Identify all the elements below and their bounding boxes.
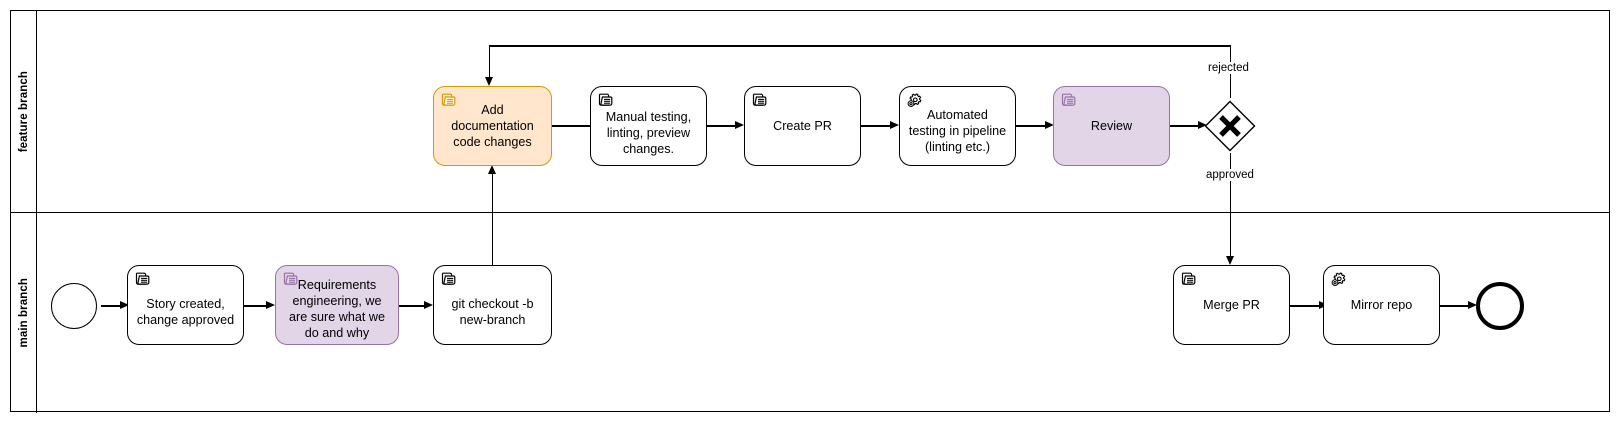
flow-checkout-to-add-doc-vertical [492,174,494,273]
lane-label-feature-branch: feature branch [17,70,30,153]
flow-story-created-to-requirements [244,305,268,307]
flow-merge-pr-to-mirror-repo [1290,305,1320,307]
service-task-icon [1330,271,1348,287]
lane-main-branch: main branch [11,212,1609,413]
flow-create-pr-to-automated-testing [861,125,891,127]
flow-rejected-arrowhead [484,77,493,86]
task-label-add-documentation: Add documentation code changes [451,103,534,149]
task-label-automated-testing: Automated testing in pipeline (linting e… [908,108,1007,154]
task-label-story-created: Story created, change approved [136,297,235,327]
edge-label-approved: approved [1204,169,1256,181]
end-event[interactable] [1476,282,1524,330]
manual-task-icon [1060,92,1078,108]
task-automated-testing[interactable]: Automated testing in pipeline (linting e… [899,86,1016,166]
task-label-manual-testing: Manual testing, linting, preview changes… [605,110,692,156]
task-manual-testing[interactable]: Manual testing, linting, preview changes… [590,86,707,166]
task-label-create-pr: Create PR [773,119,832,133]
flow-review-to-gateway [1170,125,1202,127]
task-merge-pr[interactable]: Merge PR [1173,265,1290,345]
task-label-git-checkout: git checkout -b new-branch [451,297,534,327]
flow-start-to-story-created [101,305,122,307]
flow-approved-arrowhead [1225,256,1234,265]
start-event[interactable] [51,283,97,329]
flow-start-to-story-created-arrowhead [120,301,129,310]
task-label-review: Review [1090,119,1133,133]
flow-add-doc-to-manual-testing [552,125,590,127]
manual-task-icon [751,92,769,108]
gateway-x-symbol [1219,115,1241,137]
task-label-mirror-repo: Mirror repo [1350,298,1413,312]
task-git-checkout[interactable]: git checkout -b new-branch [433,265,552,345]
task-add-documentation[interactable]: Add documentation code changes [433,86,552,166]
gateway-review-decision[interactable] [1204,100,1256,152]
flow-review-to-gateway-arrowhead [1198,121,1207,130]
task-label-merge-pr: Merge PR [1203,298,1260,312]
lane-label-main-branch: main branch [17,278,30,348]
lane-feature-branch: feature branch [11,11,1609,212]
lane-header-main-branch: main branch [11,213,37,413]
flow-manual-testing-to-create-pr-arrowhead [735,121,744,130]
manual-task-icon [1180,271,1198,287]
flow-rejected-vertical-down [489,46,491,78]
flow-checkout-to-add-doc-arrowhead [487,165,496,174]
flow-rejected-horizontal [489,45,1231,47]
process-pool: feature branch main branch [10,10,1610,413]
task-review[interactable]: Review [1053,86,1170,166]
lane-header-feature-branch: feature branch [11,11,37,212]
task-label-requirements-engineering: Requirements engineering, we are sure wh… [289,278,385,340]
task-requirements-engineering[interactable]: Requirements engineering, we are sure wh… [275,265,399,345]
flow-mirror-repo-to-end-arrowhead [1468,301,1477,310]
flow-story-created-to-requirements-arrowhead [266,301,275,310]
task-mirror-repo[interactable]: Mirror repo [1323,265,1440,345]
flow-automated-testing-to-review-arrowhead [1045,121,1054,130]
task-story-created[interactable]: Story created, change approved [127,265,244,345]
flow-automated-testing-to-review [1016,125,1046,127]
flow-mirror-repo-to-end [1440,305,1470,307]
flow-requirements-to-checkout [399,305,425,307]
task-create-pr[interactable]: Create PR [744,86,861,166]
edge-label-rejected: rejected [1206,62,1251,74]
flow-create-pr-to-automated-testing-arrowhead [890,121,899,130]
flow-approved-vertical [1230,153,1232,257]
flow-requirements-to-checkout-arrowhead [424,301,433,310]
flow-manual-testing-to-create-pr [707,125,736,127]
